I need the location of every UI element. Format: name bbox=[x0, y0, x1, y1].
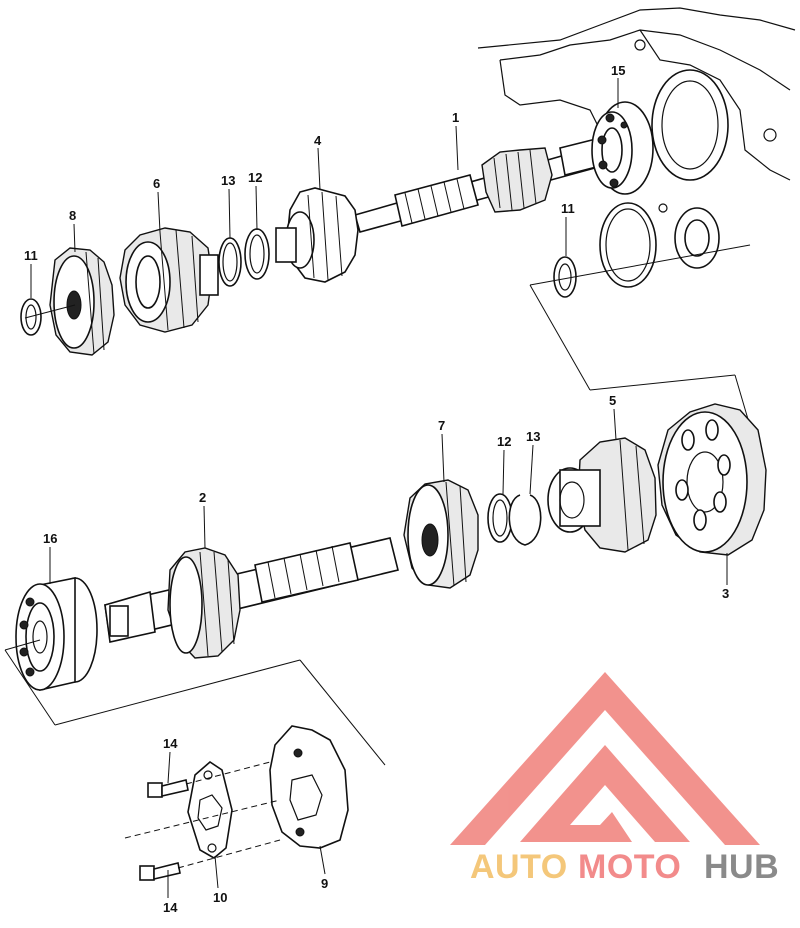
sprocket-assembly bbox=[124, 725, 349, 881]
lock-plate-10 bbox=[187, 760, 233, 859]
circlip-13-upper bbox=[218, 237, 242, 287]
callout-3: 3 bbox=[722, 586, 729, 601]
callout-12-upper: 12 bbox=[248, 170, 262, 185]
gear-8 bbox=[49, 247, 115, 356]
callout-14-upper: 14 bbox=[163, 736, 178, 751]
washer-11-left bbox=[20, 298, 42, 336]
callout-16: 16 bbox=[43, 531, 57, 546]
bearing-16 bbox=[15, 577, 98, 692]
callout-labels: 15 1 4 6 13 12 8 11 11 5 7 12 13 2 16 3 … bbox=[24, 63, 729, 915]
callout-6: 6 bbox=[153, 176, 160, 191]
callout-7: 7 bbox=[438, 418, 445, 433]
mainshaft bbox=[104, 537, 399, 659]
gear-3 bbox=[657, 403, 767, 556]
logo-triangle-outer bbox=[450, 672, 760, 845]
callout-14-lower: 14 bbox=[163, 900, 178, 915]
countershaft bbox=[354, 137, 608, 233]
callout-9: 9 bbox=[321, 876, 328, 891]
upper-leader-lines bbox=[24, 244, 761, 461]
circlip-13-lower bbox=[508, 494, 542, 546]
callout-15: 15 bbox=[611, 63, 625, 78]
gear-7 bbox=[403, 479, 479, 589]
watermark-auto: AUTO bbox=[470, 848, 568, 886]
callout-1: 1 bbox=[452, 110, 459, 125]
lower-shaft-assembly bbox=[4, 403, 767, 766]
callout-10: 10 bbox=[213, 890, 227, 905]
callout-12-lower: 12 bbox=[497, 434, 511, 449]
watermark-hub: HUB bbox=[704, 848, 779, 886]
gear-6 bbox=[119, 227, 219, 333]
callout-2: 2 bbox=[199, 490, 206, 505]
gear-4 bbox=[275, 187, 359, 283]
watermark-moto: MOTO bbox=[578, 848, 681, 886]
sprocket-dashed-lines bbox=[124, 761, 281, 869]
callout-13-lower: 13 bbox=[526, 429, 540, 444]
sprocket-9 bbox=[269, 725, 349, 849]
oil-seal-ring bbox=[599, 202, 657, 288]
lower-leader-lines bbox=[4, 639, 386, 766]
crankcase-outline bbox=[477, 7, 796, 181]
callout-13-upper: 13 bbox=[221, 173, 235, 188]
washer-12-upper bbox=[244, 228, 270, 280]
logo-triangle-inner bbox=[520, 745, 690, 842]
watermark-text: AUTO MOTO HUB bbox=[470, 848, 779, 886]
callout-8: 8 bbox=[69, 208, 76, 223]
watermark-logo bbox=[450, 672, 760, 845]
callout-11-right: 11 bbox=[561, 201, 575, 216]
upper-shaft-assembly bbox=[20, 101, 761, 461]
washer-12-lower bbox=[487, 493, 513, 543]
bolt-14-upper bbox=[147, 779, 189, 798]
bearing-15 bbox=[591, 101, 654, 195]
callout-4: 4 bbox=[314, 133, 322, 148]
callout-11-left: 11 bbox=[24, 248, 38, 263]
bolt-14-lower bbox=[139, 862, 181, 881]
gear-5 bbox=[547, 437, 657, 553]
callout-5: 5 bbox=[609, 393, 616, 408]
